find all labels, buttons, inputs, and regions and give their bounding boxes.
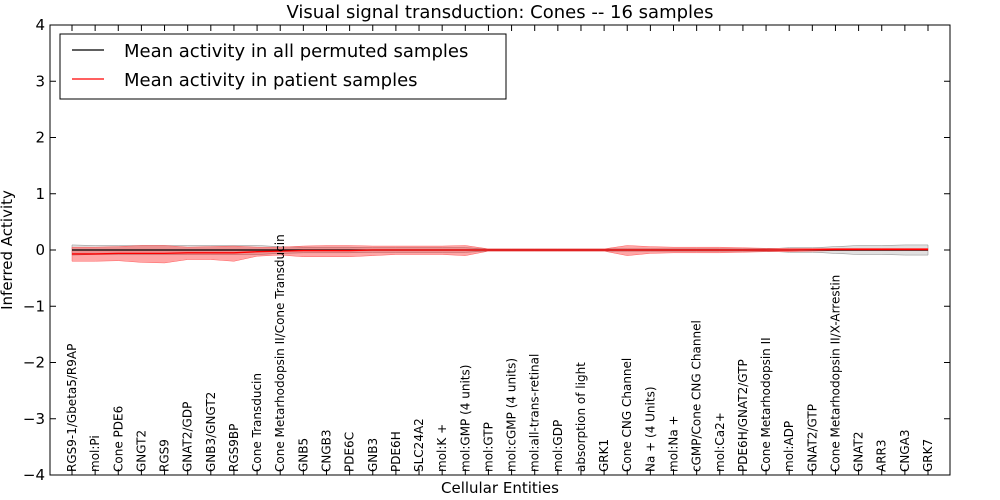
x-tick-label: GNB3/GNGT2 bbox=[204, 392, 218, 472]
x-tick-label: GNB3 bbox=[366, 438, 380, 472]
x-tick-label: Cone CNG Channel bbox=[620, 358, 634, 472]
y-tick-label: 1 bbox=[35, 185, 45, 203]
x-tick-label: ARR3 bbox=[875, 439, 889, 472]
legend-box bbox=[59, 33, 507, 100]
x-tick-label: mol:Pi bbox=[88, 435, 102, 472]
x-tick-label: RGS9-1/Gbeta5/R9AP bbox=[65, 344, 79, 472]
legend-label-patient: Mean activity in patient samples bbox=[124, 70, 418, 91]
x-tick-label: mol:Ca2+ bbox=[713, 412, 727, 472]
x-tick-label: mol:Na + bbox=[667, 415, 681, 472]
y-tick-label: 3 bbox=[35, 72, 45, 90]
x-tick-label: Cone Transducin bbox=[250, 373, 264, 472]
x-tick-label: GNGT2 bbox=[134, 430, 148, 472]
x-tick-label: absorption of light bbox=[574, 362, 588, 472]
y-tick-label: −3 bbox=[23, 410, 45, 428]
legend: Mean activity in all permuted samples Me… bbox=[59, 33, 507, 100]
x-tick-label: mol:ADP bbox=[782, 421, 796, 472]
x-tick-label: Cone Metarhodopsin II bbox=[759, 337, 773, 472]
x-tick-label: GNAT2/GTP bbox=[805, 404, 819, 472]
x-tick-label: RGS9 bbox=[158, 439, 172, 472]
y-tick-label: −4 bbox=[23, 466, 45, 484]
x-tick-label: mol:GTP bbox=[481, 422, 495, 472]
x-tick-label: PDE6C bbox=[343, 432, 357, 472]
x-tick-label: GNAT2 bbox=[852, 431, 866, 472]
y-tick-label: 2 bbox=[35, 129, 45, 147]
x-tick-label: mol:all-trans-retinal bbox=[528, 354, 542, 472]
x-tick-label: mol:cGMP (4 units) bbox=[505, 358, 519, 472]
x-tick-label: PDE6H/GNAT2/GTP bbox=[736, 359, 750, 472]
line-series-1 bbox=[72, 248, 928, 255]
x-tick-label: Na + (4 Units) bbox=[643, 386, 657, 472]
x-tick-label: Cone Metarhodopsin II/X-Arrestin bbox=[828, 275, 842, 472]
x-tick-label: GRK1 bbox=[597, 439, 611, 472]
x-tick-label: mol:K + bbox=[435, 424, 449, 472]
x-tick-label: GNB5 bbox=[296, 438, 310, 472]
x-tick-label: CNGA3 bbox=[898, 430, 912, 473]
y-tick-label: 4 bbox=[35, 16, 45, 34]
x-tick-label: RGS9BP bbox=[227, 424, 241, 472]
chart-title: Visual signal transduction: Cones -- 16 … bbox=[286, 2, 713, 23]
x-tick-label: mol:GDP bbox=[551, 420, 565, 472]
y-tick-label: −1 bbox=[23, 297, 45, 315]
x-tick-label: cGMP/Cone CNG Channel bbox=[690, 320, 704, 472]
x-tick-label: CNGB3 bbox=[319, 429, 333, 472]
y-axis-label: Inferred Activity bbox=[0, 190, 16, 310]
x-tick-label: Cone PDE6 bbox=[111, 406, 125, 472]
x-tick-label: Cone Metarhodopsin II/Cone Transducin bbox=[273, 234, 287, 472]
legend-label-permuted: Mean activity in all permuted samples bbox=[124, 41, 468, 62]
x-tick-label: GRK7 bbox=[921, 439, 935, 472]
band-series-1 bbox=[71, 245, 929, 264]
x-tick-label: GNAT2/GDP bbox=[181, 402, 195, 472]
x-axis-label: Cellular Entities bbox=[441, 479, 559, 497]
y-tick-label: −2 bbox=[23, 354, 45, 372]
x-tick-label: mol:GMP (4 units) bbox=[458, 365, 472, 472]
x-tick-label: PDE6H bbox=[389, 431, 403, 472]
x-tick-label: SLC24A2 bbox=[412, 418, 426, 472]
y-tick-label: 0 bbox=[35, 241, 45, 259]
